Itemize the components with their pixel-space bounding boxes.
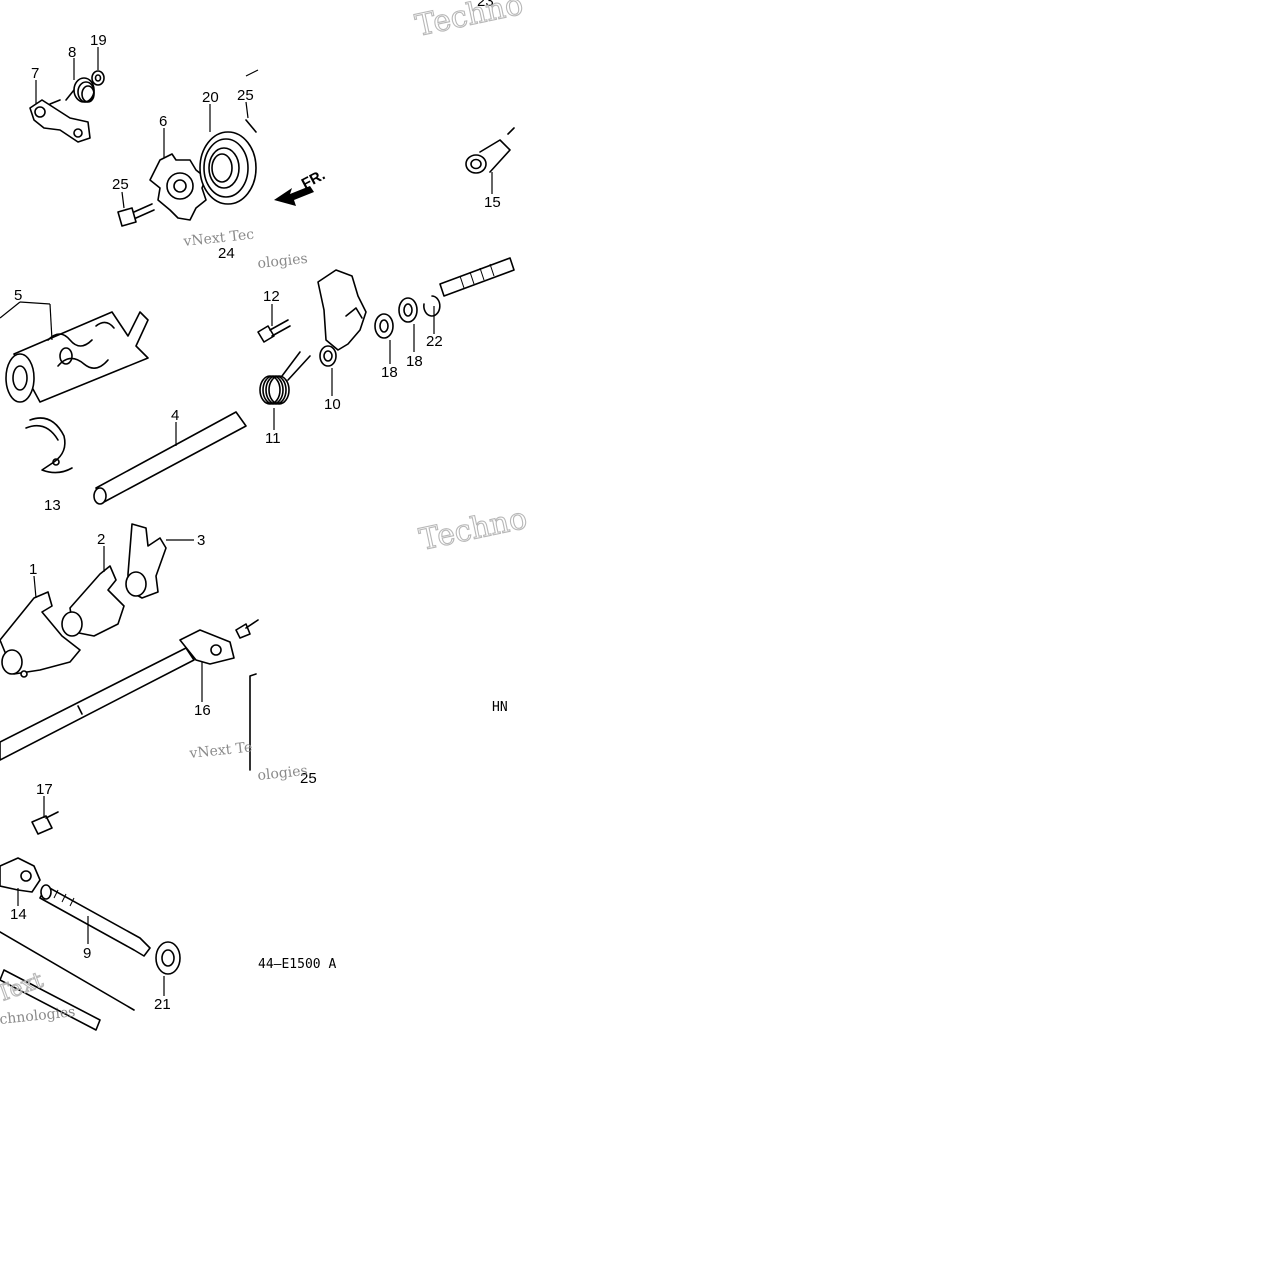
part-label-14: 14 [10,906,27,923]
bolt-part-25-top [117,203,155,227]
part-label-7: 7 [31,65,39,82]
watermark-3: ologies [257,251,309,272]
pin-part-24 [245,119,257,133]
part-label-12: 12 [263,288,280,305]
part-label-25-top: 25 [112,176,129,193]
shift-spindle-part [0,629,235,761]
spring-part-11 [259,351,311,405]
circlip-part-22 [423,295,441,317]
shift-drum-part [5,311,149,403]
spring-part-8 [65,77,95,103]
bolt-part-17 [31,811,59,835]
shift-fork-part-2 [61,565,125,637]
front-direction-arrow [274,186,314,206]
part-label-1: 1 [29,561,37,578]
part-label-20: 20 [202,89,219,106]
drum-center-part [149,153,207,221]
part-label-21: 21 [154,996,171,1013]
lower-shaft-part [0,931,135,1031]
bearing-part-20 [199,131,257,205]
frame-corner [249,673,257,771]
part-label-9: 9 [83,945,91,962]
washer-part-19 [91,70,105,86]
part-label-22: 22 [426,333,443,350]
gearshift-arm-part [0,857,41,893]
part-label-25-top-edge: 23 [477,0,494,10]
stopper-arm-part [29,99,91,143]
shift-fork-part-1 [0,591,81,678]
part-label-4: 4 [171,407,179,424]
part-15-sleeve [465,127,515,174]
watermark-8: chnologies [0,1004,76,1028]
part-label-19: 19 [90,32,107,49]
gearshift-spindle-part [39,884,151,957]
part-label-8: 8 [68,44,76,61]
part-label-2: 2 [97,531,105,548]
spline-shaft-part [439,257,515,297]
bolt-part-12 [257,319,291,343]
washer-part-18-a [374,313,394,339]
part-label-13: 13 [44,497,61,514]
part-label-15: 15 [484,194,501,211]
leader-lines [0,47,493,996]
shift-arm-part [317,269,367,367]
part-label-11: 11 [265,430,281,447]
diagram-code-label-hn: HN [492,700,508,715]
part-label-23: 24 [218,245,235,262]
diagram-code-label: 44—E1500 A [258,957,336,972]
part-label-6: 6 [159,113,167,130]
part-label-17: 17 [36,781,53,798]
shift-fork-part-3 [125,523,167,599]
part-label-10: 10 [324,396,341,413]
part-label-24: 25 [237,87,254,104]
oil-seal-part-21 [155,941,181,975]
part-label-18-a: 18 [381,364,398,381]
part-label-25-mid: 25 [300,770,317,787]
part-label-3: 3 [197,532,205,549]
part-label-18-b: 18 [406,353,423,370]
watermark-5: vNext Te [188,739,253,762]
part-label-5: 5 [14,287,22,304]
watermark-6: ologies [257,763,309,784]
fork-shaft-part [93,411,247,505]
bolt-part-small [235,619,259,639]
washer-part-18-b [398,297,418,323]
stopper-plate-part [25,417,73,474]
watermark-2: vNext Tec [182,227,255,250]
part-label-16: 16 [194,702,211,719]
